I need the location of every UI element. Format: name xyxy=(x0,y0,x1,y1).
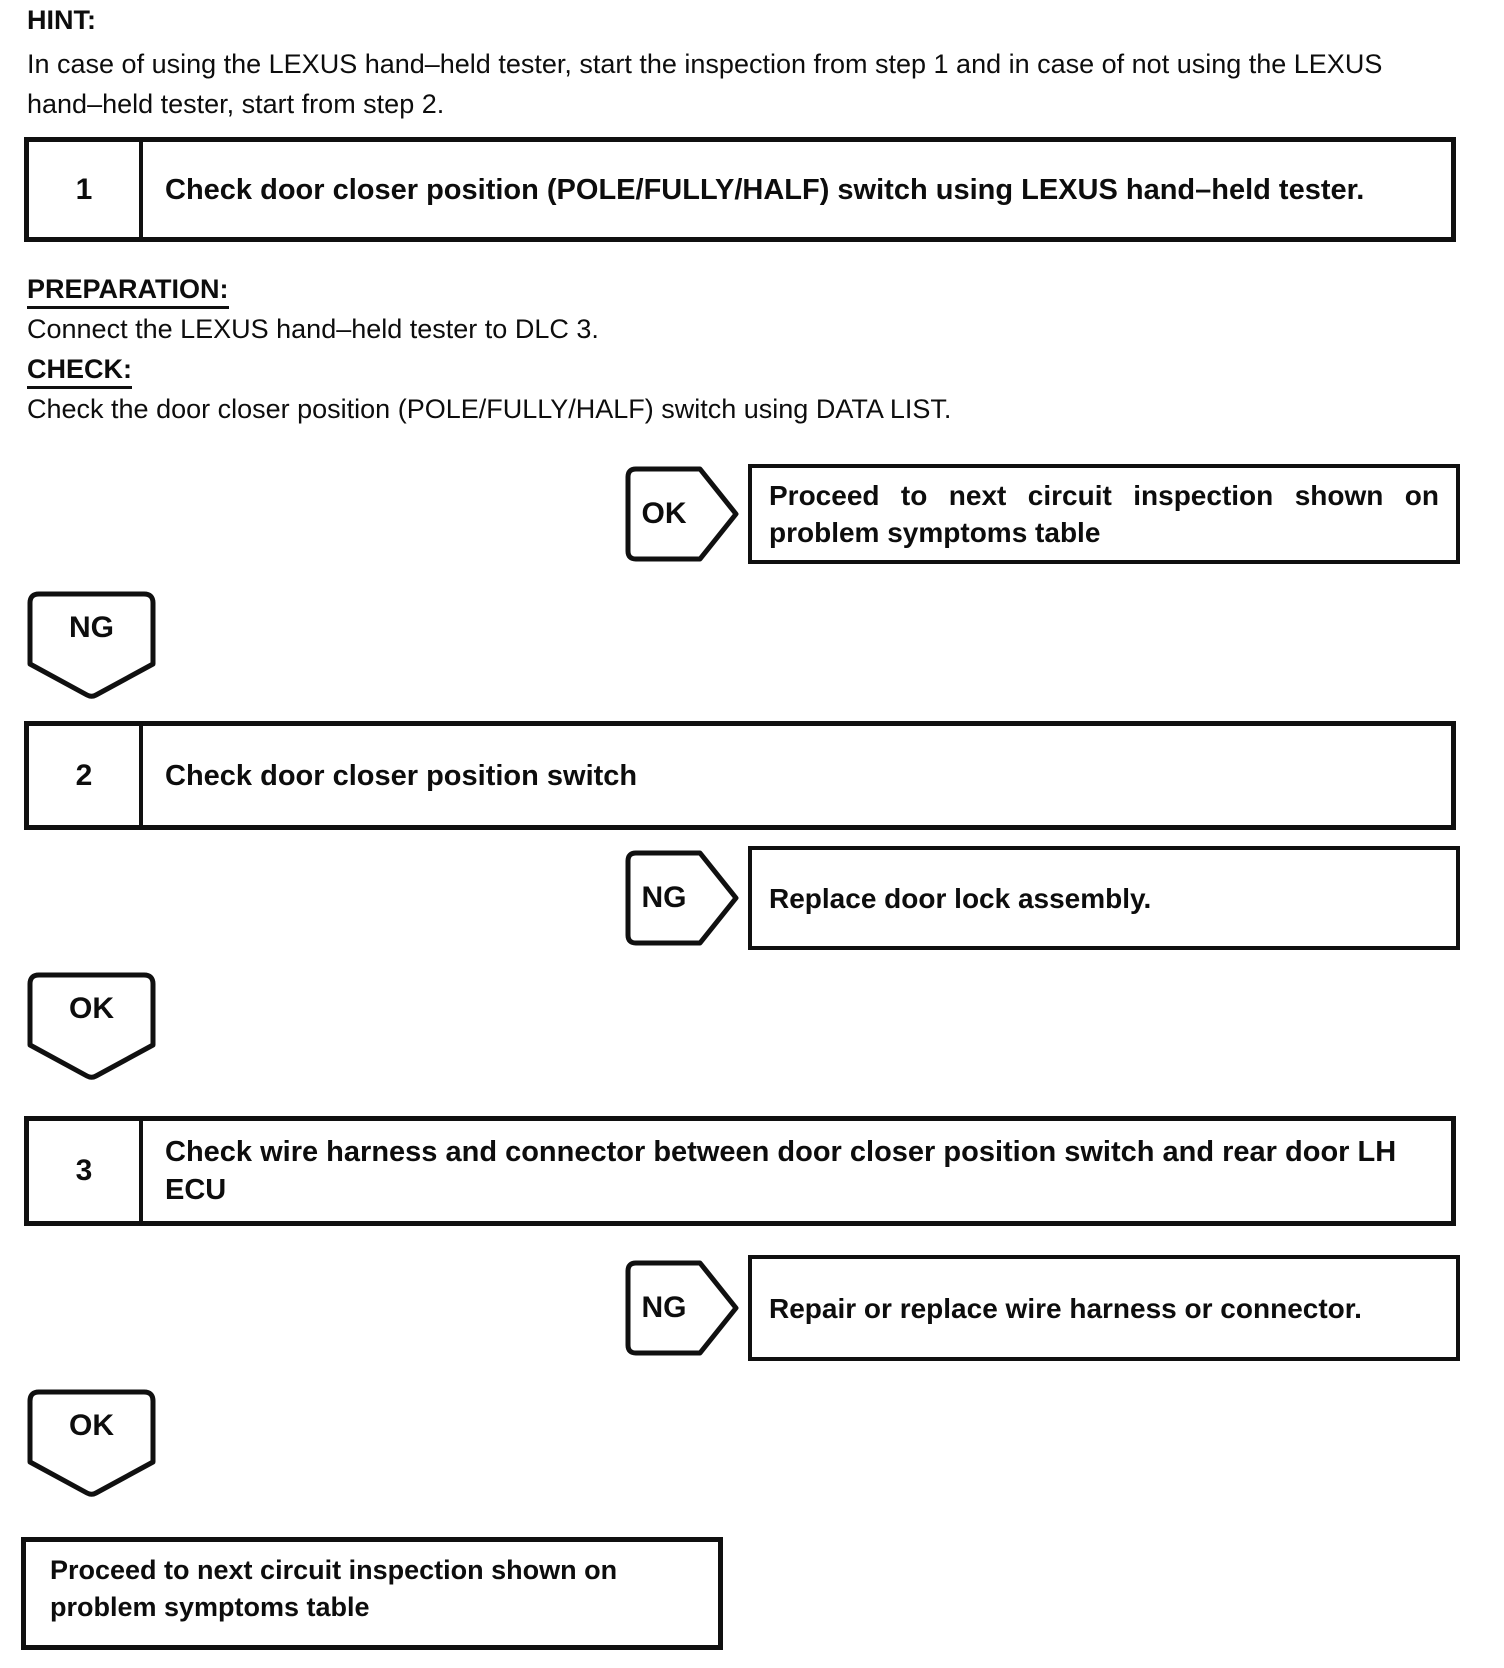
result-box-3: Repair or replace wire harness or connec… xyxy=(748,1255,1460,1361)
ok-branch-arrow: OK xyxy=(622,464,742,564)
preparation-text: Connect the LEXUS hand–held tester to DL… xyxy=(27,314,599,344)
ng-arrow-label-1: NG xyxy=(641,881,687,914)
ok-connector-2: OK xyxy=(23,1386,160,1501)
final-result-box: Proceed to next circuit inspection shown… xyxy=(21,1537,723,1650)
right-arrow-pentagon-icon xyxy=(625,466,739,562)
down-arrow-pentagon-icon xyxy=(27,1389,156,1497)
down-arrow-pentagon-icon xyxy=(27,591,156,699)
result-text-2: Replace door lock assembly. xyxy=(769,882,1152,914)
branch-row-ok-1: OK Proceed to next circuit inspection sh… xyxy=(622,464,1460,564)
hint-heading: HINT: xyxy=(27,5,96,35)
result-box-2: Replace door lock assembly. xyxy=(748,846,1460,950)
check-heading: CHECK: xyxy=(27,354,132,389)
ok-arrow-label: OK xyxy=(641,497,687,530)
right-arrow-pentagon-icon xyxy=(625,1260,739,1356)
ng-branch-arrow-1: NG xyxy=(622,846,742,950)
step-2-title: Check door closer position switch xyxy=(143,726,1451,825)
step-3-number: 3 xyxy=(29,1121,143,1221)
ok-connector-label-2: OK xyxy=(69,1409,114,1442)
ok-connector-1: OK xyxy=(23,969,160,1084)
step-2-number: 2 xyxy=(29,726,143,825)
result-text-1: Proceed to next circuit inspection shown… xyxy=(769,480,1439,548)
check-text: Check the door closer position (POLE/FUL… xyxy=(27,394,952,424)
step-2-box: 2 Check door closer position switch xyxy=(24,721,1456,830)
ng-branch-arrow-2: NG xyxy=(622,1255,742,1361)
right-arrow-pentagon-icon xyxy=(625,850,739,946)
step-3-title-text: Check wire harness and connector between… xyxy=(165,1136,1397,1206)
step-1-title-text: Check door closer position (POLE/FULLY/H… xyxy=(165,173,1365,206)
step-1-number: 1 xyxy=(29,142,143,237)
down-arrow-pentagon-icon xyxy=(27,972,156,1080)
step-2-title-text: Check door closer position switch xyxy=(165,759,638,792)
step-1-title: Check door closer position (POLE/FULLY/H… xyxy=(143,142,1451,237)
result-box-1: Proceed to next circuit inspection shown… xyxy=(748,464,1460,564)
hint-text: In case of using the LEXUS hand–held tes… xyxy=(27,49,1383,119)
branch-row-ng-2: NG Repair or replace wire harness or con… xyxy=(622,1255,1460,1361)
ng-connector: NG xyxy=(23,588,160,703)
preparation-heading: PREPARATION: xyxy=(27,274,229,309)
ng-connector-label: NG xyxy=(69,611,114,644)
branch-row-ng-1: NG Replace door lock assembly. xyxy=(622,846,1460,950)
result-text-3: Repair or replace wire harness or connec… xyxy=(769,1292,1362,1324)
ng-arrow-label-2: NG xyxy=(641,1291,687,1324)
final-result-text: Proceed to next circuit inspection shown… xyxy=(50,1555,618,1622)
step-1-box: 1 Check door closer position (POLE/FULLY… xyxy=(24,137,1456,242)
step-3-title: Check wire harness and connector between… xyxy=(143,1121,1451,1221)
ok-connector-label-1: OK xyxy=(69,992,114,1025)
step-3-box: 3 Check wire harness and connector betwe… xyxy=(24,1116,1456,1226)
